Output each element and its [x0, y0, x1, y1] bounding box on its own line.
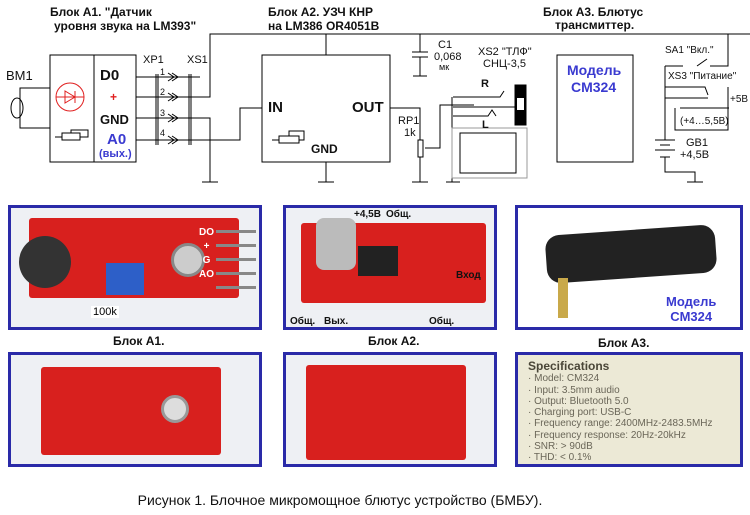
label-a2: Блок А2.: [368, 334, 420, 348]
c1-unit: мк: [439, 62, 449, 72]
label-a1: Блок А1.: [113, 334, 165, 348]
a2-gnd-top-label: Общ.: [386, 209, 412, 220]
spec-item: · Frequency response: 20Hz-20kHz: [528, 429, 686, 441]
figure-caption: Рисунок 1. Блочное микромощное блютус ус…: [137, 492, 543, 508]
spec-item: · Model: CM324: [528, 373, 600, 385]
spec-item: · Output: Bluetooth 5.0: [528, 395, 629, 407]
c1-value: 0,068: [434, 51, 462, 63]
r-label: R: [481, 78, 489, 90]
photo-a2-top: +4,5В Общ. Вход Общ. Вых. Общ.: [283, 205, 497, 330]
a3-model-word: Модель: [666, 294, 717, 309]
trimmer-label: 100k: [91, 306, 119, 318]
a3-title-2: трансмиттер.: [555, 18, 634, 32]
xp1-label: XP1: [143, 54, 164, 66]
range-label: (+4…5,5В): [680, 116, 729, 127]
gb1-value: +4,5В: [680, 149, 709, 161]
gb1-label: GB1: [686, 137, 708, 149]
sa1-label: SA1 "Вкл.": [665, 45, 714, 56]
photo-a1-top: DO + G AO 100k: [8, 205, 262, 330]
xs2-label: XS2 "ТЛФ": [478, 46, 532, 58]
plus-label: +: [110, 90, 117, 104]
a0-sub-label: (вых.): [99, 148, 132, 160]
spec-item: · Frequency range: 2400MHz-2483.5MHz: [528, 418, 713, 430]
xs1-label: XS1: [187, 54, 208, 66]
a2-title-2: на LM386 OR4051B: [268, 19, 380, 33]
a2-in-label: Вход: [456, 270, 481, 281]
a1-pin-labels: DO + G AO: [199, 227, 214, 280]
a2-gnd-bottom-label: Общ.: [429, 316, 455, 327]
d0-label: D0: [100, 67, 119, 84]
bm1-label: BM1: [6, 68, 33, 83]
l-label: L: [482, 119, 489, 131]
gnd-label: GND: [100, 112, 129, 127]
spec-item: · Charging port: USB-C: [528, 407, 632, 419]
rp1-label: RP1: [398, 115, 419, 127]
schematic: Блок А1. "Датчик уровня звука на LM393" …: [6, 5, 750, 183]
specifications-list: Specifications · Model: CM324 · Input: 3…: [528, 359, 713, 464]
specs-title: Specifications: [528, 359, 610, 373]
a2-out-label: Вых.: [324, 316, 349, 327]
plus5-label: +5В: [730, 94, 748, 105]
a2-title: Блок А2. УЗЧ КНР: [268, 5, 373, 19]
pin-4: 4: [160, 128, 165, 138]
spec-item: · SNR: > 90dB: [528, 441, 593, 453]
pin-3: 3: [160, 108, 165, 118]
model-number: CM324: [571, 79, 616, 95]
label-a3: Блок А3.: [598, 336, 650, 350]
c1-label: C1: [438, 39, 452, 51]
rp1-value: 1k: [404, 127, 416, 139]
a1-title-2: уровня звука на LM393": [54, 19, 196, 33]
spec-item: · Input: 3.5mm audio: [528, 384, 620, 396]
out-label: OUT: [352, 99, 384, 116]
gnd2-label: GND: [311, 142, 338, 156]
model-label: Модель: [567, 62, 622, 78]
in-label: IN: [268, 99, 283, 116]
a3-model-number: CM324: [670, 309, 713, 324]
photo-a2-bottom: [283, 352, 497, 467]
a2-plus-label: +4,5В: [354, 209, 381, 220]
xs2-type: СНЦ-3,5: [483, 58, 526, 70]
pin-2: 2: [160, 87, 165, 97]
spec-item: · THD: < 0.1%: [528, 452, 592, 464]
a3-title: Блок А3. Блютус: [543, 5, 644, 19]
xs3-label: XS3 "Питание": [668, 71, 737, 82]
a2-gnd-left-label: Общ.: [290, 316, 316, 327]
photo-a1-bottom: [8, 352, 262, 467]
a0-label: A0: [107, 131, 126, 148]
specifications-photo: Specifications · Model: CM324 · Input: 3…: [515, 352, 743, 467]
a1-title: Блок А1. "Датчик: [50, 5, 153, 19]
pin-1: 1: [160, 67, 165, 77]
